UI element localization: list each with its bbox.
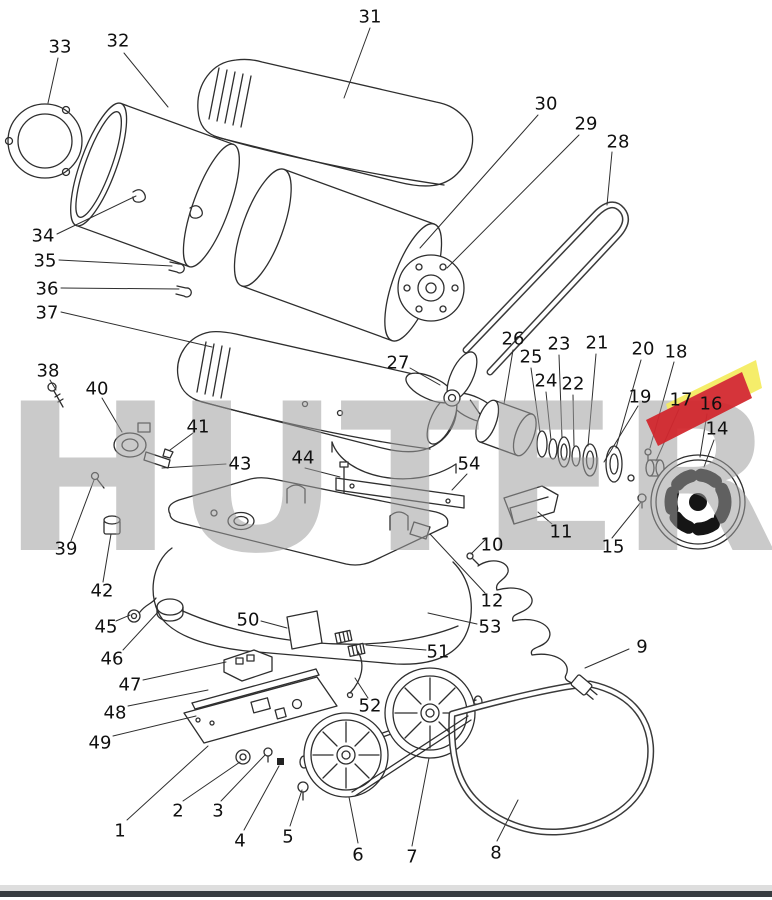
- part-wheel-front: [303, 712, 389, 798]
- part-front-ring: [4, 103, 83, 179]
- bottom-strip-light: [0, 885, 772, 891]
- part-upper-handle: [462, 201, 630, 376]
- part-terminal-box: [223, 649, 273, 682]
- part-motor-mount-plate: [397, 254, 465, 322]
- part-plate-50: [286, 610, 323, 650]
- part-plug-42: [103, 515, 121, 535]
- part-clip-on-shell-2: [189, 205, 203, 219]
- part-chamber-saddle: [331, 441, 457, 480]
- part-control-panel: [183, 676, 338, 744]
- part-clip-41: [162, 448, 174, 459]
- part-tank-body: [152, 547, 472, 665]
- part-top-cover: [197, 58, 474, 187]
- part-trim-bar: [191, 668, 320, 710]
- part-power-cord: [466, 552, 598, 700]
- bottom-strip-dark: [0, 891, 772, 897]
- part-screw-39: [90, 471, 105, 489]
- part-cap-46: [156, 598, 184, 622]
- part-tank-top: [168, 477, 449, 566]
- part-channel-bar: [335, 477, 465, 509]
- part-plug: [570, 674, 598, 700]
- part-chamber-shell: [70, 102, 240, 268]
- part-burner-bracket: [503, 485, 559, 525]
- part-igniter-bracket: [113, 422, 174, 469]
- part-outer-cylinder: [233, 168, 443, 342]
- part-clip-36: [175, 285, 192, 298]
- part-wire-52: [346, 649, 363, 699]
- part-clip-35: [168, 261, 185, 274]
- leader-lines: [47, 27, 715, 847]
- part-fan-guard: [650, 454, 746, 550]
- part-screw-10: [466, 552, 474, 560]
- part-bolt-15: [637, 493, 647, 503]
- part-grille-51: [334, 629, 366, 657]
- part-small-fasteners: [235, 747, 309, 801]
- part-clip-on-shell: [132, 189, 146, 203]
- part-bolt-38: [47, 382, 64, 408]
- part-motor: [469, 399, 537, 457]
- part-pump-assembly: [536, 430, 665, 509]
